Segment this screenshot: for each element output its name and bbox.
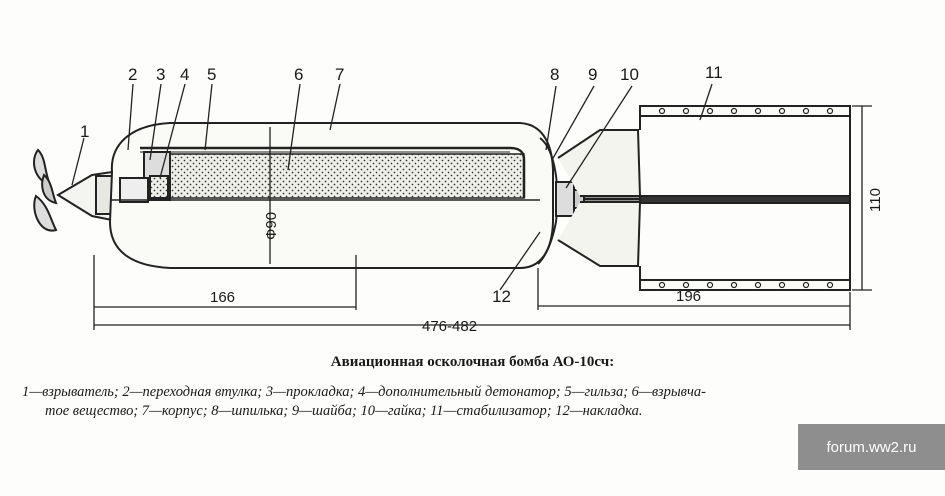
legend-line-1: 1—взрыватель; 2—переходная втулка; 3—про… xyxy=(22,384,706,400)
explosive-filling xyxy=(167,153,525,199)
part-label-12: 12 xyxy=(492,287,511,306)
dimension-front-length: 166 xyxy=(210,289,235,306)
part-label-10: 10 xyxy=(620,65,639,84)
part-label-9: 9 xyxy=(588,65,597,84)
part-label-3: 3 xyxy=(156,65,165,84)
leader-lines xyxy=(71,83,713,291)
watermark: forum.ww2.ru xyxy=(798,424,945,470)
dimension-lines xyxy=(93,105,872,330)
part-label-2: 2 xyxy=(128,65,137,84)
dimension-stabilizer-span: 110 xyxy=(867,188,884,212)
part-label-1: 1 xyxy=(80,122,89,141)
part-label-6: 6 xyxy=(294,65,303,84)
dimension-diameter: Ф90 xyxy=(263,212,280,240)
tail-cap xyxy=(537,137,559,265)
detonator-block xyxy=(119,151,171,203)
fuze xyxy=(56,170,115,222)
caption-title: Авиационная осколочная бомба АО-10сч: xyxy=(330,354,615,370)
dimension-total-length: 476-482 xyxy=(422,318,477,335)
dimension-stabilizer-length: 196 xyxy=(676,288,701,305)
nut xyxy=(555,181,575,217)
legend-line-2: тое вещество; 7—корпус; 8—шпилька; 9—шай… xyxy=(45,403,643,419)
fuze-propeller xyxy=(33,148,58,232)
stabilizer xyxy=(557,105,851,291)
part-label-11: 11 xyxy=(705,63,723,82)
part-label-8: 8 xyxy=(550,65,559,84)
part-label-4: 4 xyxy=(180,65,189,84)
stabilizer-holes xyxy=(658,107,834,289)
liner xyxy=(140,146,526,198)
part-label-7: 7 xyxy=(335,65,344,84)
part-label-5: 5 xyxy=(207,65,216,84)
bomb-drawing: 1 2 3 4 5 6 7 8 9 10 11 12 Ф90 166 476-4… xyxy=(33,63,884,335)
part-labels: 1 2 3 4 5 6 7 8 9 10 11 12 xyxy=(80,63,723,306)
